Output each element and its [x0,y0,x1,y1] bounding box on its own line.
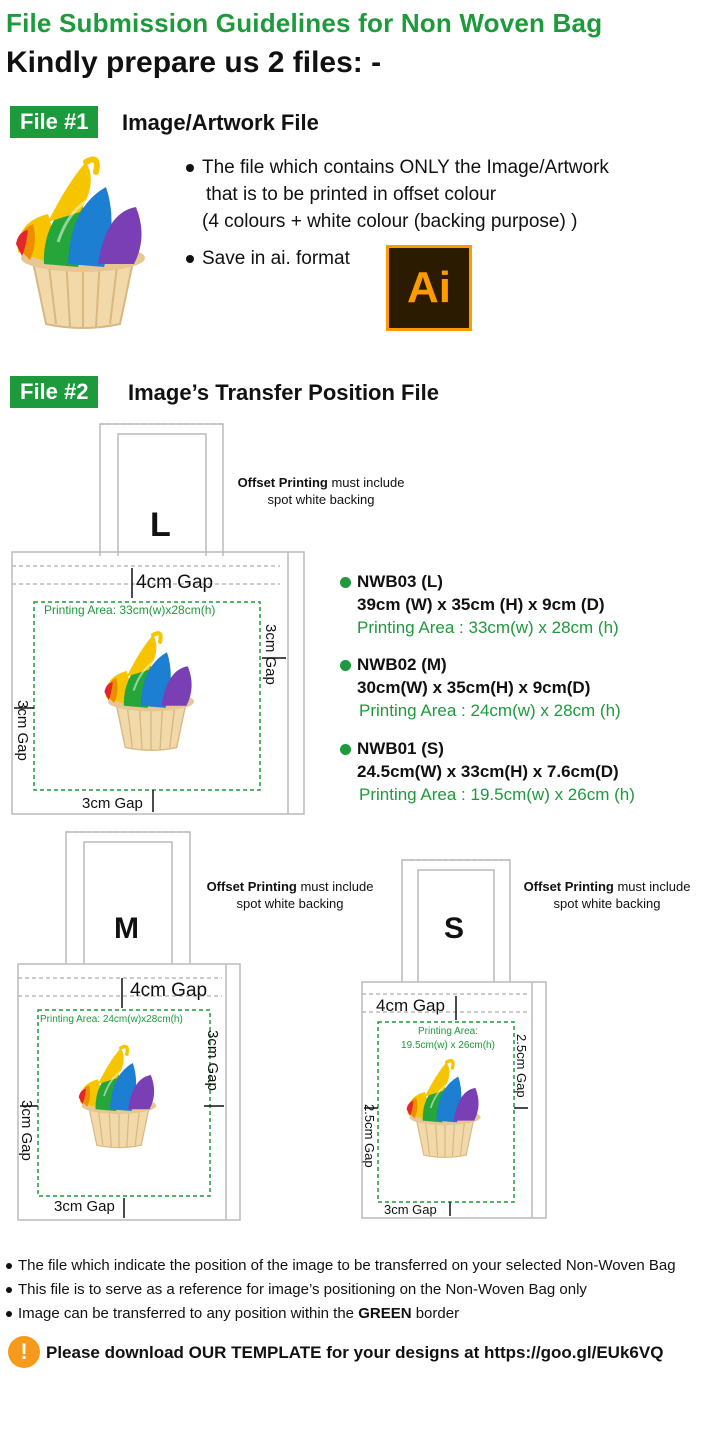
bag-small-area-label: Printing Area: 19.5cm(w) x 26cm(h) [401,1026,495,1051]
bullet-dot [6,1287,12,1294]
bag-medium-diagram [17,831,241,1221]
spec-nwb01: NWB01 (S) 24.5cm(W) x 33cm(H) x 7.6cm(D)… [340,739,710,805]
bag-medium-top-gap: 4cm Gap [130,980,208,1001]
green-bullet-icon [340,744,351,756]
bag-large-letter: L [150,506,171,544]
spec-nwb02: NWB02 (M) 30cm(W) x 35cm(H) x 9cm(D) Pri… [340,655,710,721]
bag-medium-bottom-gap: 3cm Gap [54,1198,115,1215]
bag-large-left-gap: 3cm Gap [14,700,31,761]
cupcake-artwork-image [8,152,158,332]
bag-medium-left-gap: 3cm Gap [18,1100,35,1161]
footer-line-2: This file is to serve as a reference for… [6,1278,718,1302]
footer-line-1: The file which indicate the position of … [6,1254,718,1278]
bag-large-bottom-gap: 3cm Gap [82,795,143,812]
note-large: Offset Printing must include spot white … [237,475,405,507]
bag-small-letter: S [444,912,465,945]
file1-bullet-1: The file which contains ONLY the Image/A… [186,154,609,235]
green-bullet-icon [340,577,351,589]
bullet-dot [186,163,194,172]
file2-badge: File #2 [10,376,99,408]
spec-nwb03: NWB03 (L) 39cm (W) x 35cm (H) x 9cm (D) … [340,572,710,638]
file2-heading: Image’s Transfer Position File [128,380,439,405]
bag-large-diagram [11,423,305,815]
bag-small-diagram [361,859,547,1219]
green-bullet-icon [340,660,351,672]
bag-large-right-gap: 3cm Gap [262,624,279,685]
bag-small-bottom-gap: 3cm Gap [384,1202,437,1217]
bullet-dot [186,254,194,263]
file1-bullet-2: Save in ai. format [186,245,350,272]
bullet-dot [6,1311,12,1318]
bag-medium-letter: M [114,912,139,945]
note-small: Offset Printing must include spot white … [523,879,691,911]
illustrator-ai-icon: Ai [386,245,472,331]
bag-large-top-gap: 4cm Gap [136,572,214,593]
bag-medium-right-gap: 3cm Gap [204,1030,221,1091]
note-medium: Offset Printing must include spot white … [206,879,374,911]
bag-large-area-label: Printing Area: 33cm(w)x28cm(h) [44,603,216,617]
exclamation-icon: ! [8,1336,40,1368]
template-download-link[interactable]: Please download OUR TEMPLATE for your de… [46,1343,664,1362]
bullet-dot [6,1263,12,1270]
footer-line-3: Image can be transferred to any position… [6,1302,718,1326]
bag-medium-area-label: Printing Area: 24cm(w)x28cm(h) [40,1014,183,1025]
bag-small-right-gap: 2.5cm Gap [514,1034,529,1098]
page-title: File Submission Guidelines for Non Woven… [6,8,603,38]
bag-small-top-gap: 4cm Gap [376,996,445,1015]
footer-notes: The file which indicate the position of … [6,1254,718,1326]
bag-small-left-gap: 2.5cm Gap [362,1104,377,1168]
page-subtitle: Kindly prepare us 2 files: - [6,46,382,79]
file1-heading: Image/Artwork File [122,110,319,135]
file1-badge: File #1 [10,106,99,138]
